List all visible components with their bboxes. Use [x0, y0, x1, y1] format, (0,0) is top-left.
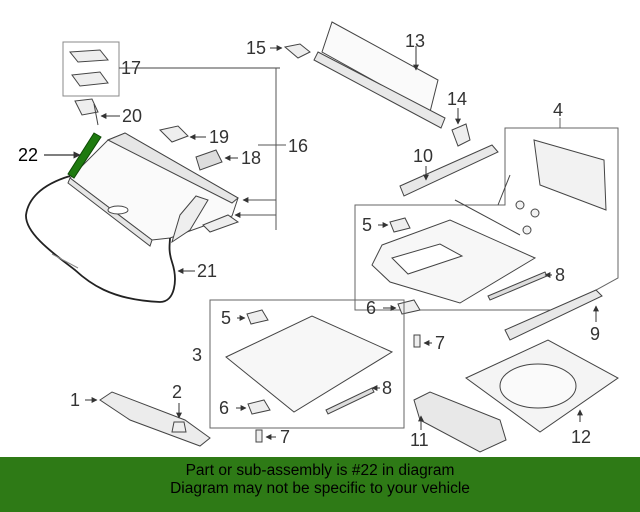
part-19-latch [160, 126, 206, 142]
cargo-cover [68, 133, 238, 246]
part-13-blind [314, 22, 445, 128]
callout-7-upper: 7 [435, 333, 445, 353]
parts-diagram: 1 2 3 4 5 5 6 6 7 7 8 8 9 10 11 12 13 14… [18, 0, 640, 455]
callout-13: 13 [405, 31, 425, 51]
part-6-lower [236, 400, 270, 414]
part-10-rail [400, 145, 498, 196]
callout-14: 14 [447, 89, 467, 109]
info-banner: Part or sub-assembly is #22 in diagram D… [0, 457, 640, 512]
callout-15: 15 [246, 38, 266, 58]
part-8-upper-strut [488, 272, 552, 300]
callout-10: 10 [413, 146, 433, 166]
floor-panel-upper [372, 220, 535, 303]
callout-9: 9 [590, 324, 600, 344]
callout-labels: 1 2 3 4 5 5 6 6 7 7 8 8 9 10 11 12 13 14… [18, 31, 600, 450]
partition-panel [455, 140, 606, 235]
part-11-tray [414, 392, 506, 452]
group-3-outline [210, 300, 404, 428]
part-5-lower [237, 310, 268, 324]
callout-12: 12 [571, 427, 591, 447]
callout-1: 1 [70, 390, 80, 410]
banner-line-2: Diagram may not be specific to your vehi… [170, 480, 470, 497]
part-14-bracket [452, 108, 470, 146]
callout-20: 20 [122, 106, 142, 126]
callout-16: 16 [288, 136, 308, 156]
callout-22: 22 [18, 145, 38, 165]
part-20-bracket [75, 99, 120, 125]
callout-7-lower: 7 [280, 427, 290, 447]
part-2-clip [172, 403, 186, 432]
part-7-bolt-upper [414, 335, 432, 347]
callout-6-upper: 6 [366, 298, 376, 318]
part-15-clip [270, 44, 310, 58]
part-17-clips [63, 42, 280, 96]
callout-5-lower: 5 [221, 308, 231, 328]
floor-panel-lower [226, 316, 392, 412]
part-5-upper [378, 218, 410, 232]
part-22-highlight [44, 132, 102, 179]
callout-21: 21 [197, 261, 217, 281]
part-18-cap [196, 150, 238, 170]
callout-2: 2 [172, 382, 182, 402]
banner-line-1: Part or sub-assembly is #22 in diagram [185, 462, 455, 479]
callout-8-lower: 8 [382, 378, 392, 398]
callout-18: 18 [241, 148, 261, 168]
leader-16 [234, 68, 286, 230]
group-4-outline [355, 118, 618, 310]
part-9-rail [505, 290, 602, 340]
callout-4: 4 [553, 100, 563, 120]
part-12-spare-tub [466, 340, 618, 432]
callout-19: 19 [209, 127, 229, 147]
callout-5-upper: 5 [362, 215, 372, 235]
callout-11: 11 [410, 430, 429, 450]
part-6-upper [383, 300, 420, 314]
callout-3: 3 [192, 345, 202, 365]
callout-17: 17 [121, 58, 141, 78]
part-8-lower-strut [326, 385, 380, 414]
callout-8-upper: 8 [555, 265, 565, 285]
part-1-sill [85, 392, 210, 446]
callout-6-lower: 6 [219, 398, 229, 418]
part-21-cable [26, 176, 195, 302]
part-7-bolt-lower [256, 430, 276, 442]
